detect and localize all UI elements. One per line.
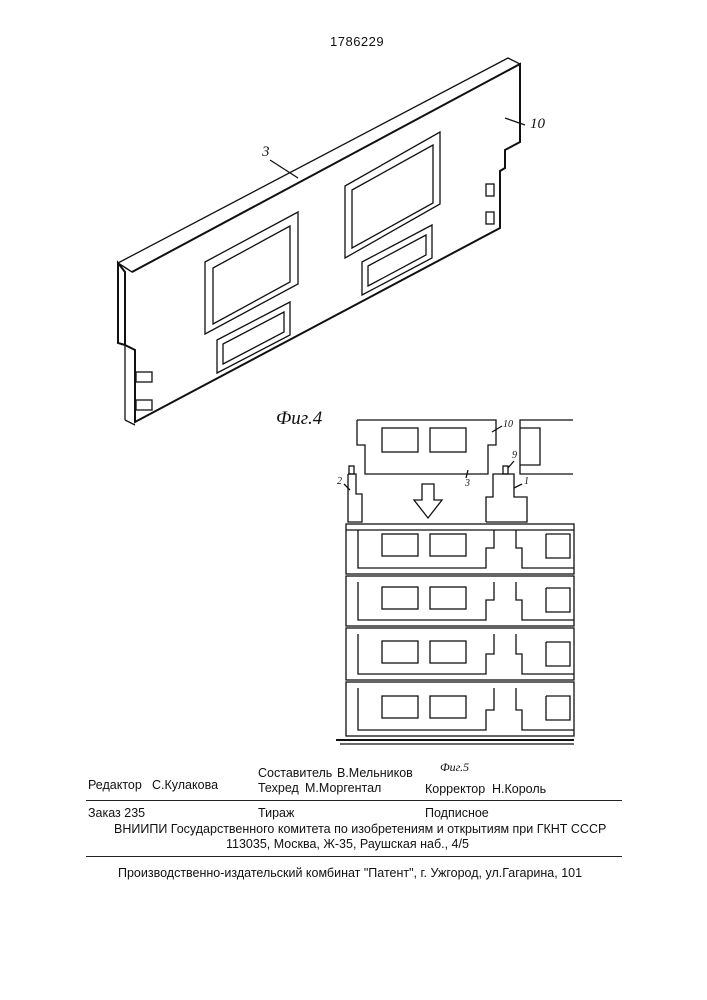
fig5-label-end: 10: [503, 419, 513, 430]
figure-5-stack-drawing: [336, 420, 574, 744]
editor-name: С.Кулакова: [152, 778, 218, 792]
fig4-label-panel: 3: [262, 144, 270, 161]
imprint-divider-bottom: [86, 856, 622, 857]
compiler-label: Составитель: [258, 766, 332, 780]
corrector-label: Корректор: [425, 782, 485, 796]
imprint-divider-top: [86, 800, 622, 801]
fig5-label-pin: 9: [512, 450, 517, 461]
fig5-label-left: 2: [337, 476, 342, 487]
techred-label: Техред: [258, 781, 299, 795]
fig5-label-right: 1: [524, 476, 529, 487]
subscription-text: Подписное: [425, 806, 489, 820]
fig4-label-end: 10: [530, 116, 545, 133]
address-line: 113035, Москва, Ж-35, Раушская наб., 4/5: [226, 837, 469, 851]
corrector-name: Н.Король: [492, 782, 546, 796]
order-text: Заказ 235: [88, 806, 145, 820]
fig5-caption: Фиг.5: [440, 760, 469, 775]
editor-label: Редактор: [88, 778, 142, 792]
fig5-label-panel: 3: [465, 478, 470, 489]
compiler-name: В.Мельников: [337, 766, 413, 780]
figure-4-panel-drawing: [118, 58, 525, 425]
techred-name: М.Моргентал: [305, 781, 381, 795]
circulation-text: Тираж: [258, 806, 294, 820]
fig4-caption: Фиг.4: [276, 408, 322, 430]
organization-line: ВНИИПИ Государственного комитета по изоб…: [114, 822, 606, 836]
printer-line: Производственно-издательский комбинат "П…: [118, 866, 582, 880]
